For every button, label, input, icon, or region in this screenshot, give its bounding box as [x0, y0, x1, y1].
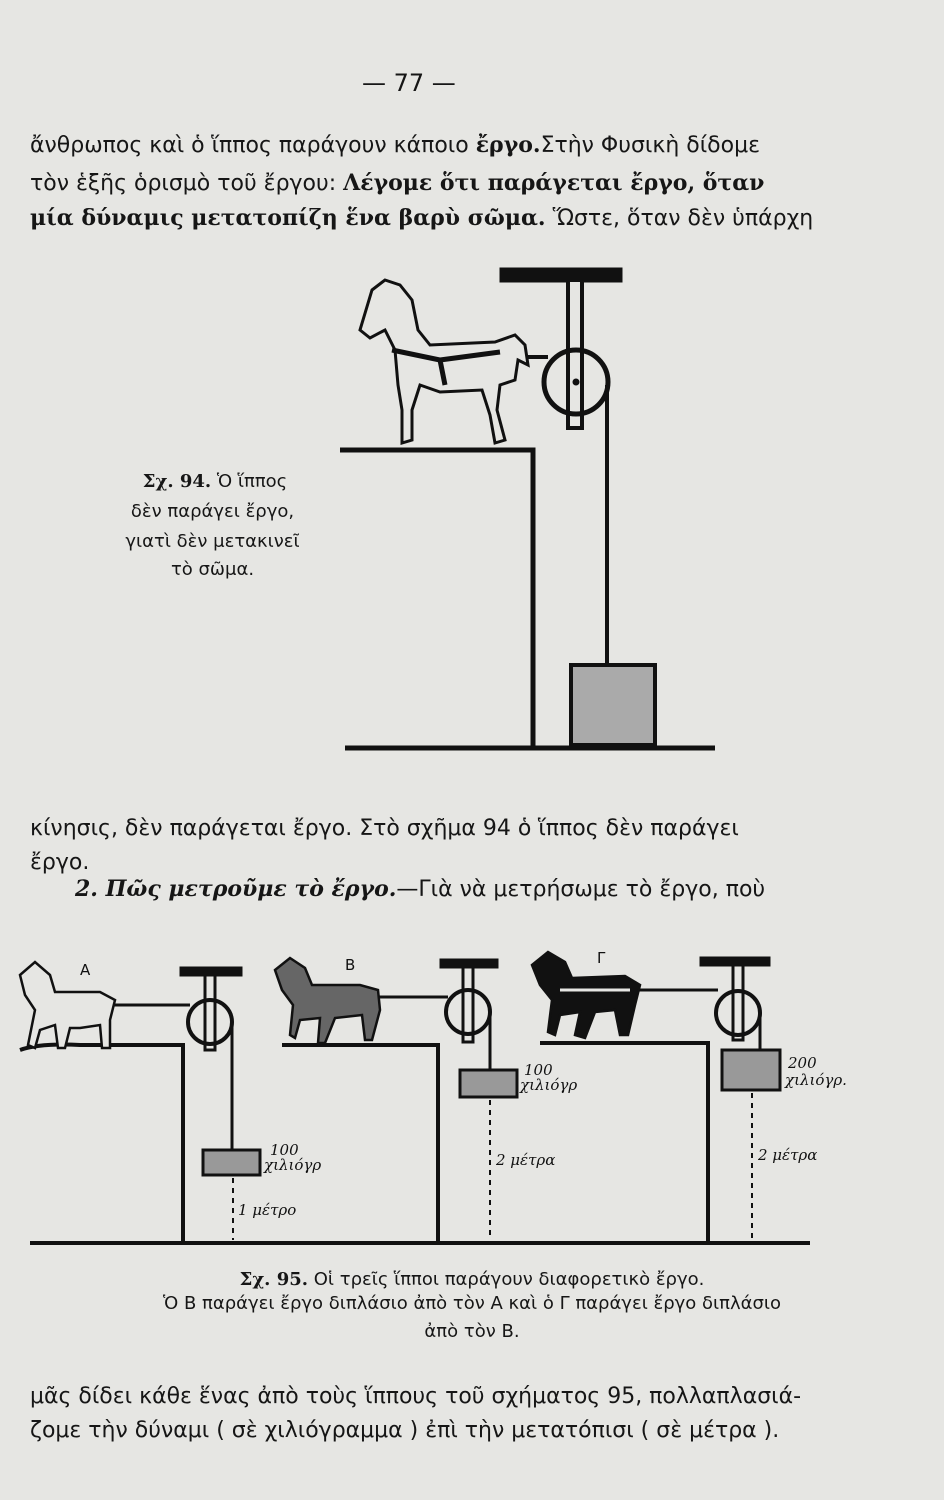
label-b: Β — [345, 956, 355, 974]
text: τὸν ἑξῆς ὁρισμὸ τοῦ ἔργου: — [30, 171, 344, 196]
section-heading: 2. Πῶς μετροῦμε τὸ ἔργο. — [75, 876, 397, 902]
figure-95-diagram — [18, 950, 810, 1245]
weight-box — [569, 663, 657, 747]
text: ζομε τὴν δύναμι ( σὲ χιλιόγραμμα ) ἐπὶ τ… — [30, 1418, 780, 1443]
weight-a-value: 100 — [270, 1141, 299, 1159]
bold-term: ἔργο. — [475, 132, 541, 158]
text: —Γιὰ νὰ μετρήσωμε τὸ ἔργο, ποὺ — [396, 877, 766, 902]
text: ἔργο. — [30, 850, 90, 875]
horse-icon — [273, 956, 382, 1045]
text: μᾶς δίδει κάθε ἕνας ἀπὸ τοὺς ἵππους τοῦ … — [30, 1384, 802, 1409]
horse-icon — [530, 950, 642, 1040]
weight-c-unit: χιλιόγρ. — [784, 1071, 847, 1089]
caption-text: Οἱ τρεῖς ἵπποι παράγουν διαφορετικὸ ἔργο… — [308, 1269, 705, 1290]
setup-a — [18, 960, 262, 1243]
weight-c-value: 200 — [787, 1054, 817, 1072]
caption-text: τὸ σῶμα. — [170, 559, 255, 580]
definition-bold: μία δύναμις μετατοπίζη ἕνα βαρὺ σῶμα. — [30, 205, 546, 231]
weight-a-unit: χιλιόγρ — [263, 1156, 321, 1174]
label-c: Γ — [597, 949, 606, 967]
distance-a: 1 μέτρο — [238, 1201, 296, 1219]
weight-b-value: 100 — [524, 1061, 553, 1079]
pulley-post — [566, 278, 584, 430]
setup-c — [530, 950, 782, 1243]
label-a: Α — [80, 961, 91, 979]
caption-text: Ὁ Β παράγει ἔργο διπλάσιο ἀπὸ τὸν Α καὶ … — [162, 1293, 782, 1314]
caption-text: γιατὶ δὲν μετακινεῖ — [125, 531, 300, 552]
figure-94-diagram — [340, 267, 715, 751]
caption-text: Ὁ ἵππος — [216, 471, 288, 492]
pulley-wheel — [541, 347, 611, 417]
distance-b: 2 μέτρα — [495, 1151, 555, 1169]
caption-label: Σχ. 94. — [142, 471, 212, 492]
distance-c: 2 μέτρα — [757, 1146, 817, 1164]
horse-icon — [18, 960, 117, 1050]
setup-b — [273, 956, 519, 1243]
horse-icon — [358, 278, 530, 446]
caption-label: Σχ. 95. — [239, 1269, 309, 1290]
page-number: — 77 — — [362, 69, 456, 97]
pulley-support-bar — [499, 267, 623, 283]
weight-b-unit: χιλιόγρ — [519, 1076, 577, 1094]
text: Ὥστε, ὅταν δὲν ὑπάρχη — [545, 206, 814, 231]
caption-text: δὲν παράγει ἔργο, — [130, 501, 295, 522]
caption-text: ἀπὸ τὸν Β. — [424, 1321, 520, 1342]
text: κίνησις, δὲν παράγεται ἔργο. Στὸ σχῆμα 9… — [30, 816, 739, 841]
definition-bold: Λέγομε ὅτι παράγεται ἔργο, ὅταν — [343, 170, 765, 196]
text: ἄνθρωπος καὶ ὁ ἵππος παράγουν κάποιο — [30, 133, 476, 158]
text: Στὴν Φυσικὴ δίδομε — [540, 133, 760, 158]
